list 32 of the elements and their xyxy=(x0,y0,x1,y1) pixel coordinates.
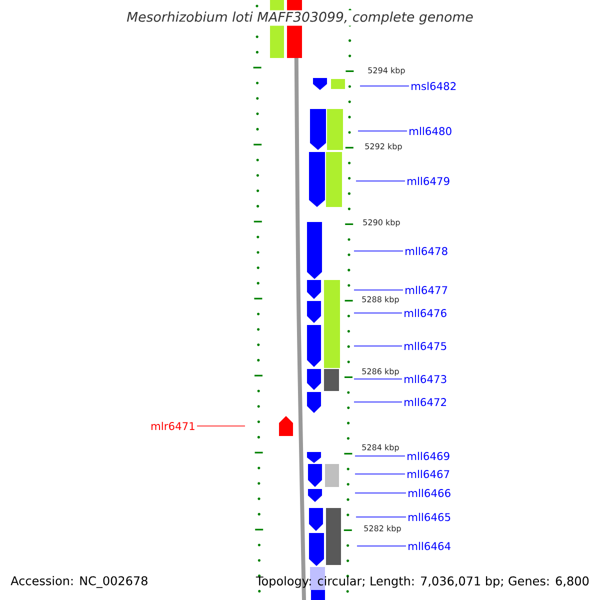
leader-line xyxy=(358,130,408,132)
footer-text: Accession: NC_002678 xyxy=(10,576,148,588)
title: Mesorhizobium loti MAFF303099, complete genome xyxy=(125,10,475,26)
leader-line xyxy=(354,492,406,494)
gene-label: mll6473 xyxy=(404,374,446,384)
scale-label: 5282 kbp xyxy=(364,525,401,533)
leader-line xyxy=(356,180,406,182)
gene-label: msl6482 xyxy=(412,82,456,90)
scale-label: 5284 kbp xyxy=(362,444,399,452)
scale-label: 5294 kbp xyxy=(368,67,405,75)
leader-line xyxy=(354,250,404,252)
gene-label: mll6480 xyxy=(410,126,452,136)
gene-label: mll6479 xyxy=(408,176,450,186)
gene-label: mll6467 xyxy=(408,470,450,478)
gene-label: mlr6471 xyxy=(151,422,194,430)
gene-label: mll6472 xyxy=(404,398,446,406)
scale-label: 5290 kbp xyxy=(363,219,400,227)
leader-line xyxy=(354,378,402,380)
scale-label: 5292 kbp xyxy=(365,143,402,151)
footer-text: Topology: circular; Length: 7,036,071 bp; Genes: 6,800 xyxy=(256,576,589,588)
gene-label: mll6469 xyxy=(408,452,450,460)
leader-line xyxy=(356,516,406,518)
gene-label: mll6475 xyxy=(404,342,446,350)
gene-label: mll6476 xyxy=(404,308,446,318)
scale-label: 5288 kbp xyxy=(362,296,399,304)
leader-line xyxy=(354,312,402,314)
gene-label: mll6466 xyxy=(408,488,450,498)
gene-label: mll6478 xyxy=(406,246,448,256)
gene-label: mll6477 xyxy=(406,286,448,294)
gene-label: mll6465 xyxy=(408,512,450,522)
gene-label: mll6464 xyxy=(408,542,450,550)
scale-label: 5286 kbp xyxy=(362,368,399,376)
